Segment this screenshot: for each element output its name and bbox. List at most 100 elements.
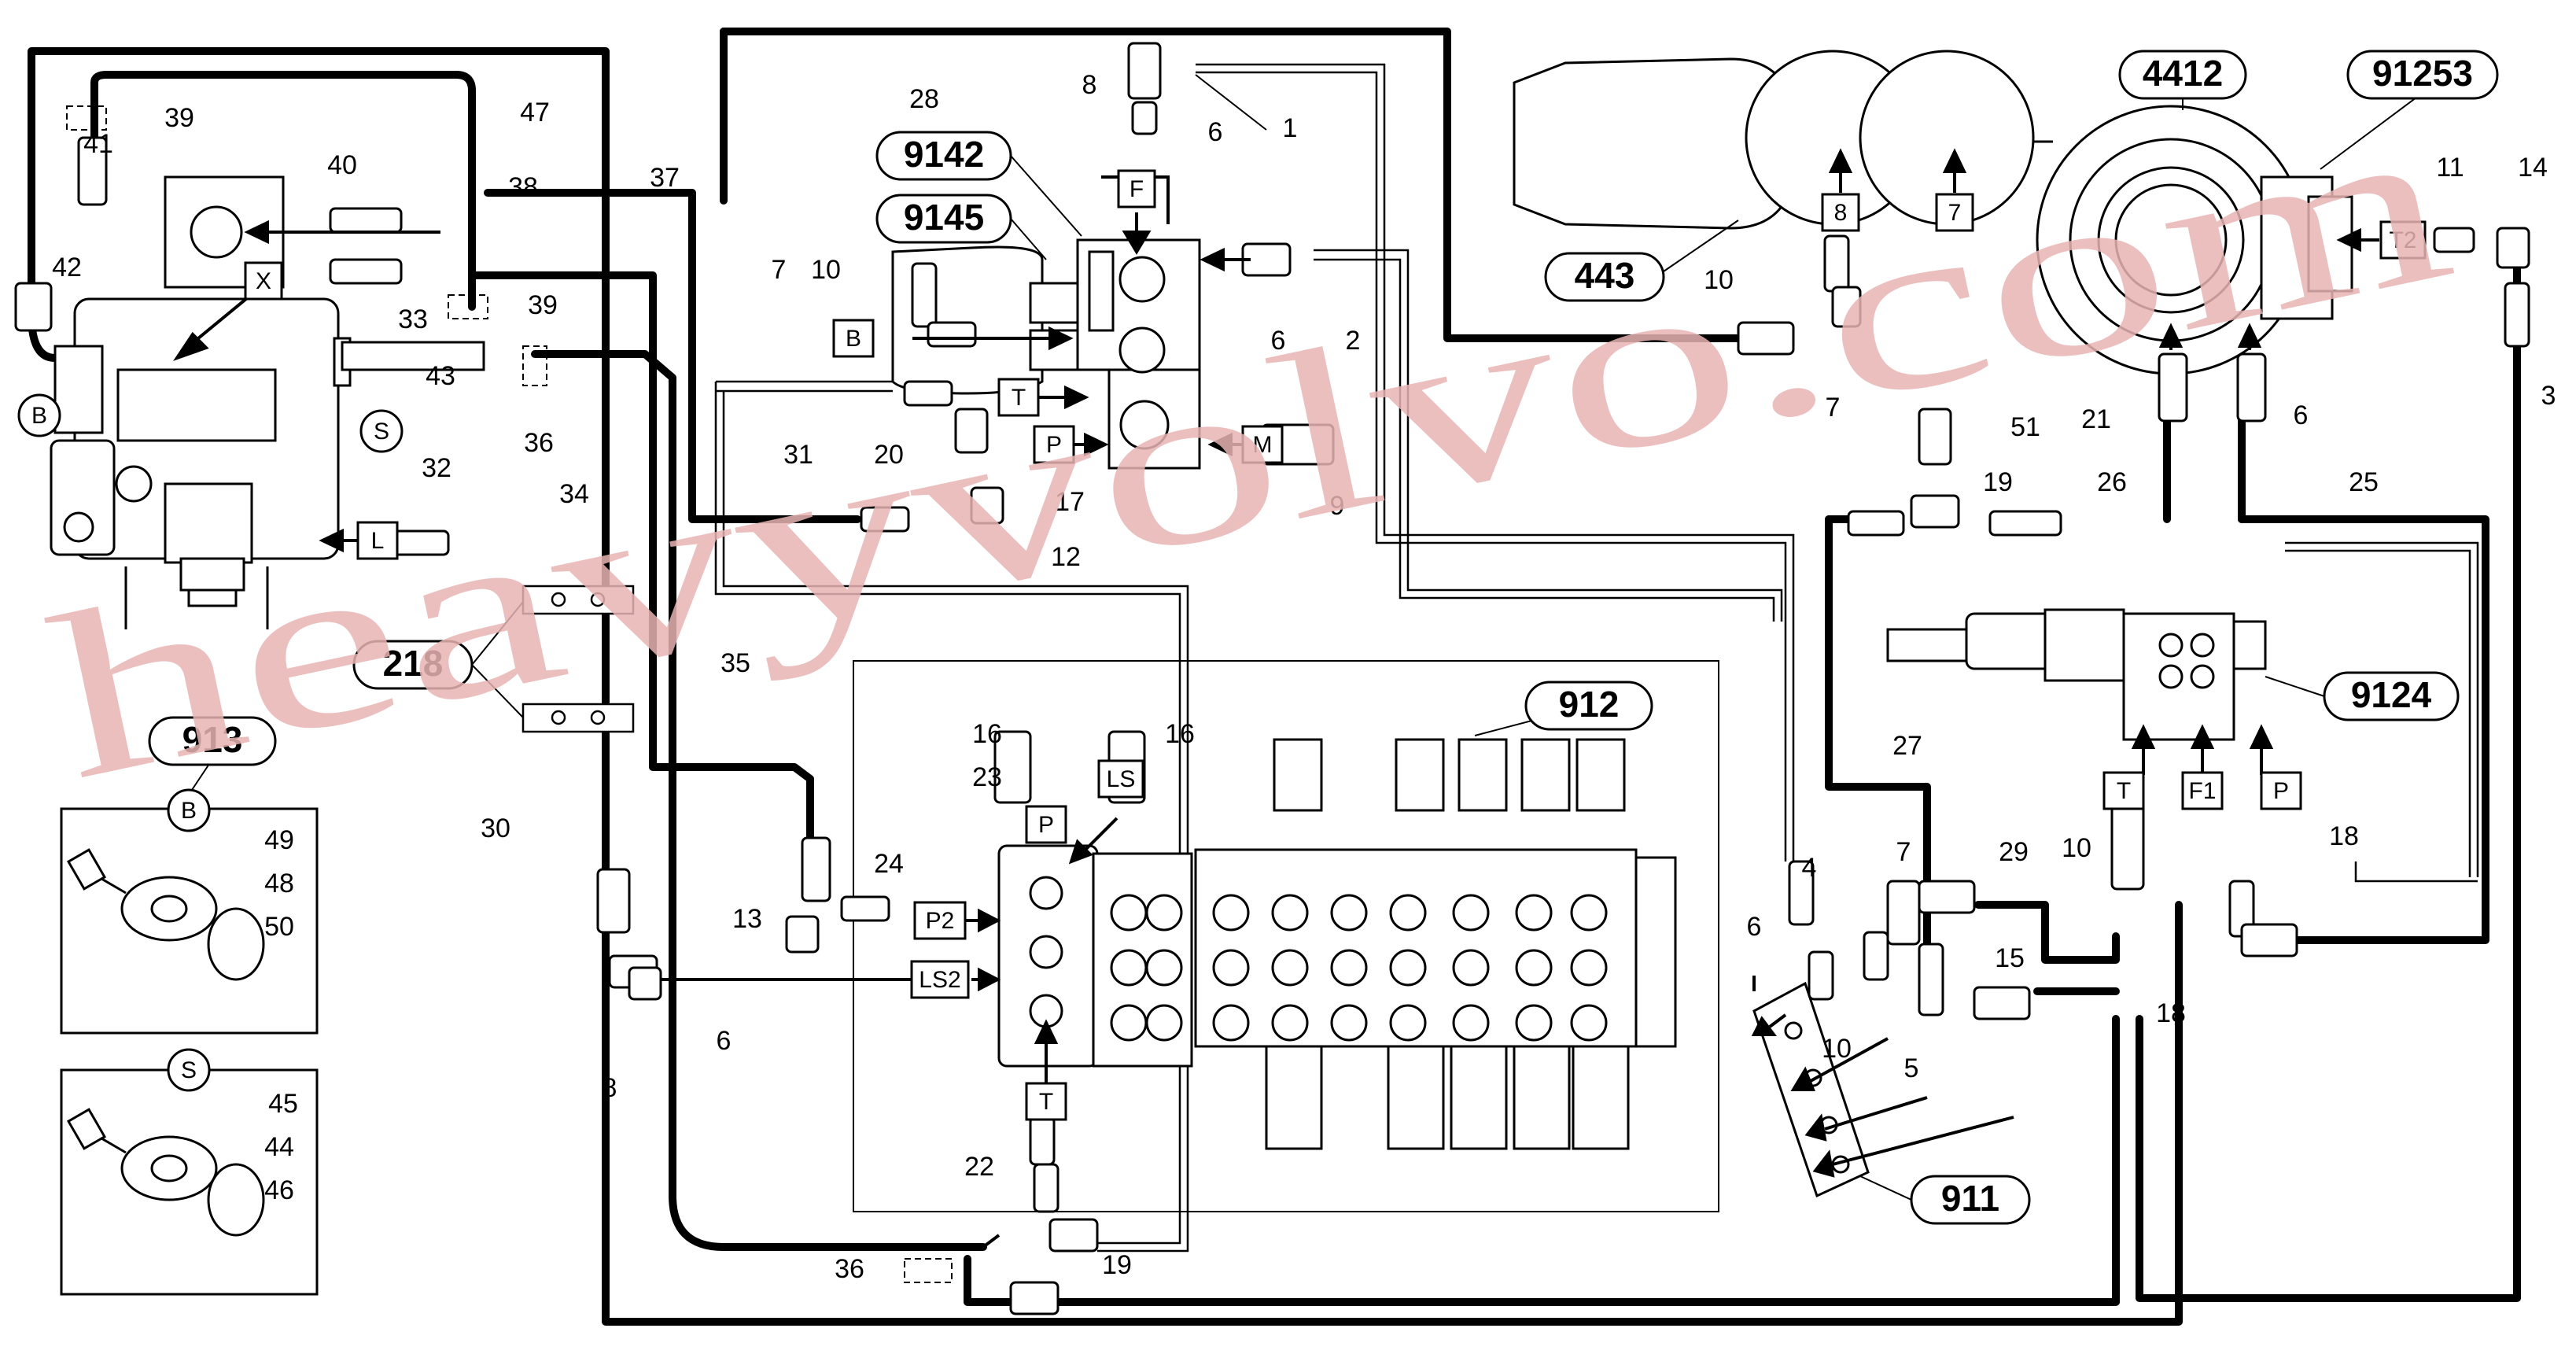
callout-21: 21 — [2081, 404, 2111, 434]
port-frame — [832, 319, 875, 358]
port-box-7: 7 — [1935, 193, 1974, 232]
port-box-T: T — [1025, 1082, 1067, 1121]
valve-port — [1570, 1004, 1608, 1042]
fitting — [1009, 1281, 1060, 1315]
port-frame — [1097, 759, 1144, 799]
component-label-9142: 9142 — [875, 131, 1012, 181]
callout-45: 45 — [268, 1089, 298, 1119]
valve-port — [1452, 1004, 1490, 1042]
callout-10: 10 — [1822, 1034, 1852, 1064]
port-text: LS2 — [919, 967, 960, 993]
pump-913 — [14, 136, 485, 629]
callout-15: 15 — [1995, 943, 2025, 973]
port-box-M: M — [1241, 425, 1284, 464]
port-text: L — [371, 528, 385, 554]
callout-26: 26 — [2097, 467, 2127, 497]
callout-34: 34 — [559, 479, 589, 509]
port-text: P2 — [926, 908, 955, 934]
port-text: T — [1012, 385, 1026, 411]
circle-text: B — [31, 403, 47, 429]
circle-frame — [17, 393, 61, 437]
port-frame — [910, 960, 970, 999]
valve-port — [1110, 949, 1148, 987]
fitting — [1033, 1163, 1060, 1213]
fitting — [329, 207, 403, 234]
callout-24: 24 — [874, 849, 904, 879]
valve-port — [1145, 894, 1183, 932]
port-box-X: X — [244, 261, 283, 301]
fitting — [1863, 931, 1889, 981]
valve-port — [1515, 894, 1553, 932]
valve-port — [1110, 1004, 1148, 1042]
port-box-B: B — [832, 319, 875, 358]
port-frame — [1025, 805, 1067, 844]
fitting — [1029, 1116, 1056, 1166]
component-label-912: 912 — [1524, 681, 1653, 731]
callout-19: 19 — [1102, 1250, 1132, 1280]
callout-14: 14 — [2518, 153, 2548, 183]
port-text: 7 — [1948, 200, 1962, 226]
callout-6: 6 — [717, 1026, 732, 1056]
callout-10: 10 — [1704, 265, 1734, 295]
label-text: 9145 — [904, 197, 984, 238]
brake-unit-443 — [1513, 50, 2053, 230]
callout-7: 7 — [1896, 837, 1911, 867]
port-box-P: P — [1033, 425, 1075, 464]
port-frame — [1935, 193, 1974, 232]
callout-6: 6 — [1271, 326, 1286, 356]
callout-9: 9 — [1330, 491, 1345, 521]
component-label-9124: 9124 — [2323, 671, 2460, 721]
fitting — [1918, 943, 1944, 1016]
callout-4: 4 — [1802, 853, 1817, 883]
control-valve-912 — [853, 660, 1719, 1212]
circle-label-B: B — [167, 788, 211, 832]
hoses-heavy — [28, 28, 2521, 1326]
callout-48: 48 — [264, 869, 294, 898]
circle-label-B: B — [17, 393, 61, 437]
port-frame — [1025, 1082, 1067, 1121]
fitting — [801, 836, 831, 902]
port-text: F — [1130, 176, 1144, 202]
callout-41: 41 — [83, 129, 113, 159]
fitting — [2236, 352, 2267, 422]
label-text: 913 — [182, 719, 243, 760]
label-pill — [352, 640, 474, 690]
fitting — [1831, 286, 1862, 328]
port-box-P: P — [1025, 805, 1067, 844]
callout-25: 25 — [2349, 467, 2379, 497]
callout-12: 12 — [1051, 542, 1081, 572]
flange-kit-b — [60, 807, 319, 1035]
fitting — [596, 868, 631, 934]
port-frame — [356, 521, 399, 560]
callout-36: 36 — [524, 428, 554, 458]
port-text: T2 — [2389, 227, 2416, 253]
fitting — [954, 408, 989, 454]
port-frame — [1241, 425, 1284, 464]
fitting — [2110, 801, 2145, 891]
fitting — [840, 895, 890, 922]
callout-43: 43 — [426, 361, 455, 391]
fitting — [1131, 101, 1158, 135]
bracket-markers — [66, 105, 953, 1283]
callout-29: 29 — [1999, 837, 2029, 867]
valve-ports — [1029, 876, 1608, 1042]
fitting — [2496, 227, 2530, 269]
port-frame — [1117, 169, 1156, 208]
fitting — [1918, 880, 1976, 914]
motor-4412 — [2036, 105, 2353, 375]
valve-port — [1389, 949, 1427, 987]
valve-port — [1570, 949, 1608, 987]
callout-6: 6 — [2294, 400, 2309, 430]
port-frame — [244, 261, 283, 301]
component-label-91253: 91253 — [2346, 50, 2499, 100]
callout-27: 27 — [1892, 731, 1922, 761]
callout-23: 23 — [972, 762, 1002, 792]
component-label-443: 443 — [1544, 252, 1665, 302]
callout-50: 50 — [264, 912, 294, 942]
fitting — [970, 486, 1004, 525]
port-text: X — [256, 268, 271, 294]
fitting — [911, 262, 938, 328]
callout-18: 18 — [2329, 821, 2359, 851]
